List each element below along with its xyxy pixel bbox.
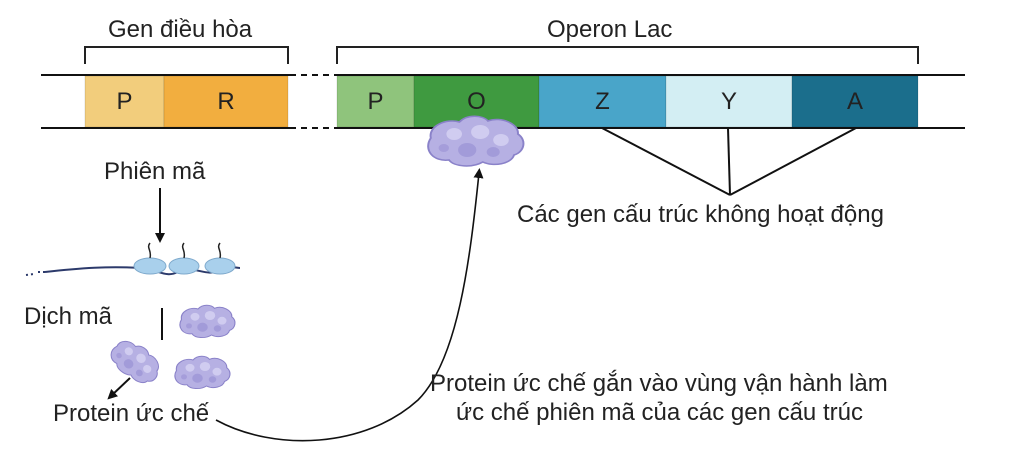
gene-box-Z bbox=[538, 75, 667, 128]
gene-label-operator: O bbox=[467, 88, 486, 115]
operon-bracket bbox=[336, 46, 919, 64]
gene-label-operon-promoter: P bbox=[367, 88, 384, 115]
ribosome bbox=[133, 257, 167, 275]
bound-repressor-protein bbox=[427, 115, 525, 167]
nascent-peptide bbox=[217, 242, 222, 259]
repressor-binding-arrow bbox=[215, 168, 484, 442]
repressor-protein bbox=[104, 333, 167, 391]
repressor-protein bbox=[174, 355, 231, 390]
gene-label-R: R bbox=[217, 88, 235, 115]
gene-label-regulatory-promoter: P bbox=[116, 88, 133, 115]
structural-line-z bbox=[601, 127, 731, 196]
ribosome bbox=[168, 257, 200, 275]
ribosome bbox=[204, 257, 236, 275]
gene-box-R bbox=[163, 75, 289, 128]
binding-note-line1: Protein ức chế gắn vào vùng vận hành làm bbox=[430, 370, 888, 397]
gene-box-operon-promoter bbox=[336, 75, 415, 128]
repressor-label-arrow bbox=[107, 377, 131, 400]
nascent-peptide bbox=[147, 242, 152, 259]
regulatory-gene-label: Gen điều hòa bbox=[108, 16, 253, 43]
gene-label-A: A bbox=[846, 88, 863, 115]
structural-genes-note: Các gen cấu trúc không hoạt động bbox=[517, 201, 884, 228]
gene-box-A bbox=[791, 75, 919, 128]
operon-label: Operon Lac bbox=[547, 16, 673, 43]
gene-label-Y: Y bbox=[720, 88, 737, 115]
translation-label: Dịch mã bbox=[24, 303, 113, 330]
repressor-protein-label: Protein ức chế bbox=[53, 400, 210, 427]
structural-line-a bbox=[729, 127, 857, 196]
structural-line-y bbox=[727, 127, 731, 196]
gene-label-Z: Z bbox=[595, 88, 610, 115]
transcription-label: Phiên mã bbox=[104, 158, 206, 185]
binding-note-line2: ức chế phiên mã của các gen cấu trúc bbox=[456, 399, 863, 426]
regulatory-gene-bracket bbox=[84, 46, 289, 64]
repressor-protein bbox=[179, 304, 236, 339]
mrna-5prime-end bbox=[25, 271, 45, 276]
nascent-peptide bbox=[181, 242, 186, 259]
gene-box-Y bbox=[665, 75, 793, 128]
